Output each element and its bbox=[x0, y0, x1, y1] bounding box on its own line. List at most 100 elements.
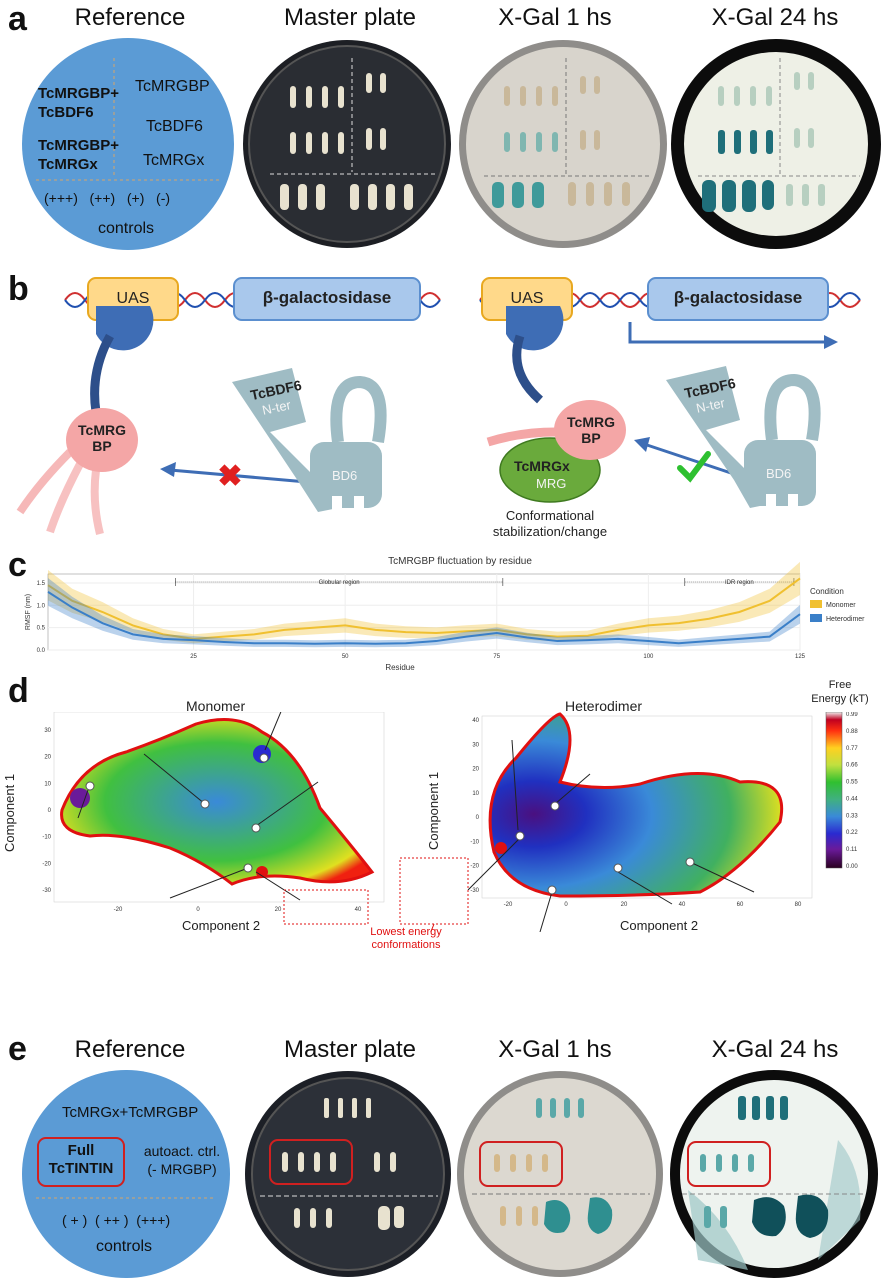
panel-b-diagram: ✖ bbox=[16, 277, 861, 535]
panel-e-master-plate bbox=[245, 1071, 451, 1277]
axis-tick-label: 40 bbox=[679, 902, 686, 908]
y-tick-label: 0.0 bbox=[37, 648, 46, 654]
region-label: Globular region bbox=[319, 580, 360, 586]
x-tick-label: 100 bbox=[643, 654, 654, 660]
y-tick-label: 1.5 bbox=[37, 581, 46, 587]
rmsf-chart: TcMRGBP fluctuation by residue RMSF (nm)… bbox=[25, 556, 865, 672]
y-tick-label: 0.5 bbox=[37, 626, 46, 632]
uas-label-left: UAS bbox=[116, 290, 150, 307]
mrg-label: MRG bbox=[536, 476, 567, 491]
mono-xlabel: Component 2 bbox=[182, 918, 261, 933]
heterodimer-title: Heterodimer bbox=[565, 698, 643, 714]
svg-text:✖: ✖ bbox=[217, 460, 242, 493]
axis-tick-label: 60 bbox=[737, 902, 744, 908]
axis-tick-label: 20 bbox=[472, 767, 479, 773]
region-label: IDR region bbox=[725, 580, 754, 586]
axis-tick-label: 0.33 bbox=[846, 813, 858, 819]
panel-a-master-plate bbox=[243, 40, 451, 248]
axis-tick-label: 0 bbox=[476, 815, 480, 821]
mrgx-label: TcMRGx bbox=[514, 458, 570, 474]
bd6-label-left: BD6 bbox=[332, 468, 358, 483]
axis-tick-label: 80 bbox=[795, 902, 802, 908]
panel-e-header-xgal24: X-Gal 24 hs bbox=[711, 1036, 839, 1063]
axis-tick-label: -20 bbox=[114, 907, 123, 913]
panel-e-header-master: Master plate bbox=[283, 1036, 417, 1063]
ref-e-full-tintin: Full TcTINTIN bbox=[48, 1142, 114, 1177]
x-tick-label: 50 bbox=[342, 654, 349, 660]
gene-label-left: β-galactosidase bbox=[262, 288, 392, 307]
panel-e-xgal1-plate bbox=[457, 1071, 663, 1277]
axis-tick-label: 0 bbox=[196, 907, 200, 913]
panel-e-reference-circle bbox=[22, 1070, 230, 1278]
axis-tick-label: -30 bbox=[42, 888, 51, 894]
axis-tick-label: 0.55 bbox=[846, 780, 858, 786]
panel-a-header-xgal24: X-Gal 24 hs bbox=[711, 4, 839, 31]
axis-tick-label: 40 bbox=[355, 907, 362, 913]
het-xlabel: Component 2 bbox=[620, 918, 699, 933]
x-tick-label: 125 bbox=[795, 654, 806, 660]
mrgbp-label-right: TcMRG BP bbox=[567, 414, 615, 446]
axis-tick-label: -30 bbox=[470, 888, 479, 894]
het-ylabel: Component 1 bbox=[426, 771, 441, 850]
axis-tick-label: -20 bbox=[42, 861, 51, 867]
axis-tick-label: -20 bbox=[470, 864, 479, 870]
axis-tick-label: 0.99 bbox=[846, 712, 858, 718]
axis-tick-label: 0 bbox=[564, 902, 568, 908]
axis-tick-label: 0.77 bbox=[846, 746, 858, 752]
legend-swatch bbox=[810, 614, 822, 622]
colorbar-title: Free Energy (kT) bbox=[811, 679, 869, 705]
axis-tick-label: 0.00 bbox=[846, 864, 858, 870]
panel-b-letter: b bbox=[8, 270, 29, 308]
panel-a-reference-circle bbox=[22, 38, 234, 250]
axis-tick-label: 20 bbox=[621, 902, 628, 908]
axis-tick-label: 0 bbox=[48, 808, 52, 814]
panel-a-header-xgal1: X-Gal 1 hs bbox=[498, 4, 612, 31]
axis-tick-label: 0.88 bbox=[846, 729, 858, 735]
axis-tick-label: 0.44 bbox=[846, 796, 858, 802]
ref-single-mrgbp: TcMRGBP bbox=[135, 78, 210, 95]
ref-combo-mrgx: TcMRGBP+ TcMRGx bbox=[38, 137, 119, 173]
mono-ylabel: Component 1 bbox=[2, 773, 17, 852]
panel-e-xgal24-plate bbox=[670, 1070, 878, 1278]
axis-tick-label: 0.22 bbox=[846, 830, 858, 836]
ref-single-bdf6: TcBDF6 bbox=[146, 118, 203, 135]
axis-tick-label: -20 bbox=[504, 902, 513, 908]
panel-d-letter: d bbox=[8, 672, 29, 710]
axis-tick-label: 30 bbox=[472, 742, 479, 748]
chart-title: TcMRGBP fluctuation by residue bbox=[388, 556, 532, 567]
axis-tick-label: -10 bbox=[470, 839, 479, 845]
plot-area bbox=[47, 573, 801, 651]
x-tick-label: 75 bbox=[493, 654, 500, 660]
panel-e-header-xgal1: X-Gal 1 hs bbox=[498, 1036, 612, 1063]
axis-tick-label: 0.66 bbox=[846, 763, 858, 769]
ref-single-mrgx: TcMRGx bbox=[143, 152, 205, 169]
axis-tick-label: -10 bbox=[42, 835, 51, 841]
chart-ylabel: RMSF (nm) bbox=[25, 594, 32, 630]
panel-a-reference-dividers bbox=[36, 58, 220, 181]
panel-e-letter: e bbox=[8, 1030, 27, 1068]
series-line-monomer bbox=[47, 577, 801, 640]
panel-e-header-reference: Reference bbox=[74, 1036, 186, 1063]
bd6-label-right: BD6 bbox=[766, 466, 792, 481]
axis-tick-label: 40 bbox=[472, 718, 479, 724]
axis-tick-label: 10 bbox=[44, 781, 51, 787]
panel-a-xgal24-plate bbox=[671, 39, 881, 249]
x-tick-label: 25 bbox=[190, 654, 197, 660]
mrgbp-label-left: TcMRG BP bbox=[78, 422, 126, 454]
ribbon-monomer bbox=[48, 561, 800, 644]
panel-c-letter: c bbox=[8, 546, 27, 584]
legend-title: Condition bbox=[810, 587, 844, 596]
y-tick-label: 1.0 bbox=[37, 603, 46, 609]
panel-a-xgal1-plate bbox=[459, 40, 667, 248]
series-line-heterodimer bbox=[47, 591, 801, 645]
ref-combo-bdf6: TcMRGBP+ TcBDF6 bbox=[38, 85, 119, 121]
uas-label-right: UAS bbox=[510, 290, 544, 307]
ref-controls-marks: (+++) (++) (+) (-) bbox=[44, 190, 171, 206]
axis-tick-label: 10 bbox=[472, 791, 479, 797]
legend-label: Heterodimer bbox=[826, 616, 865, 623]
legend-label: Monomer bbox=[826, 602, 856, 609]
monomer-title: Monomer bbox=[186, 698, 246, 714]
ref-e-top: TcMRGx+TcMRGBP bbox=[62, 1104, 199, 1121]
panel-e-reference-dividers bbox=[36, 1137, 216, 1199]
